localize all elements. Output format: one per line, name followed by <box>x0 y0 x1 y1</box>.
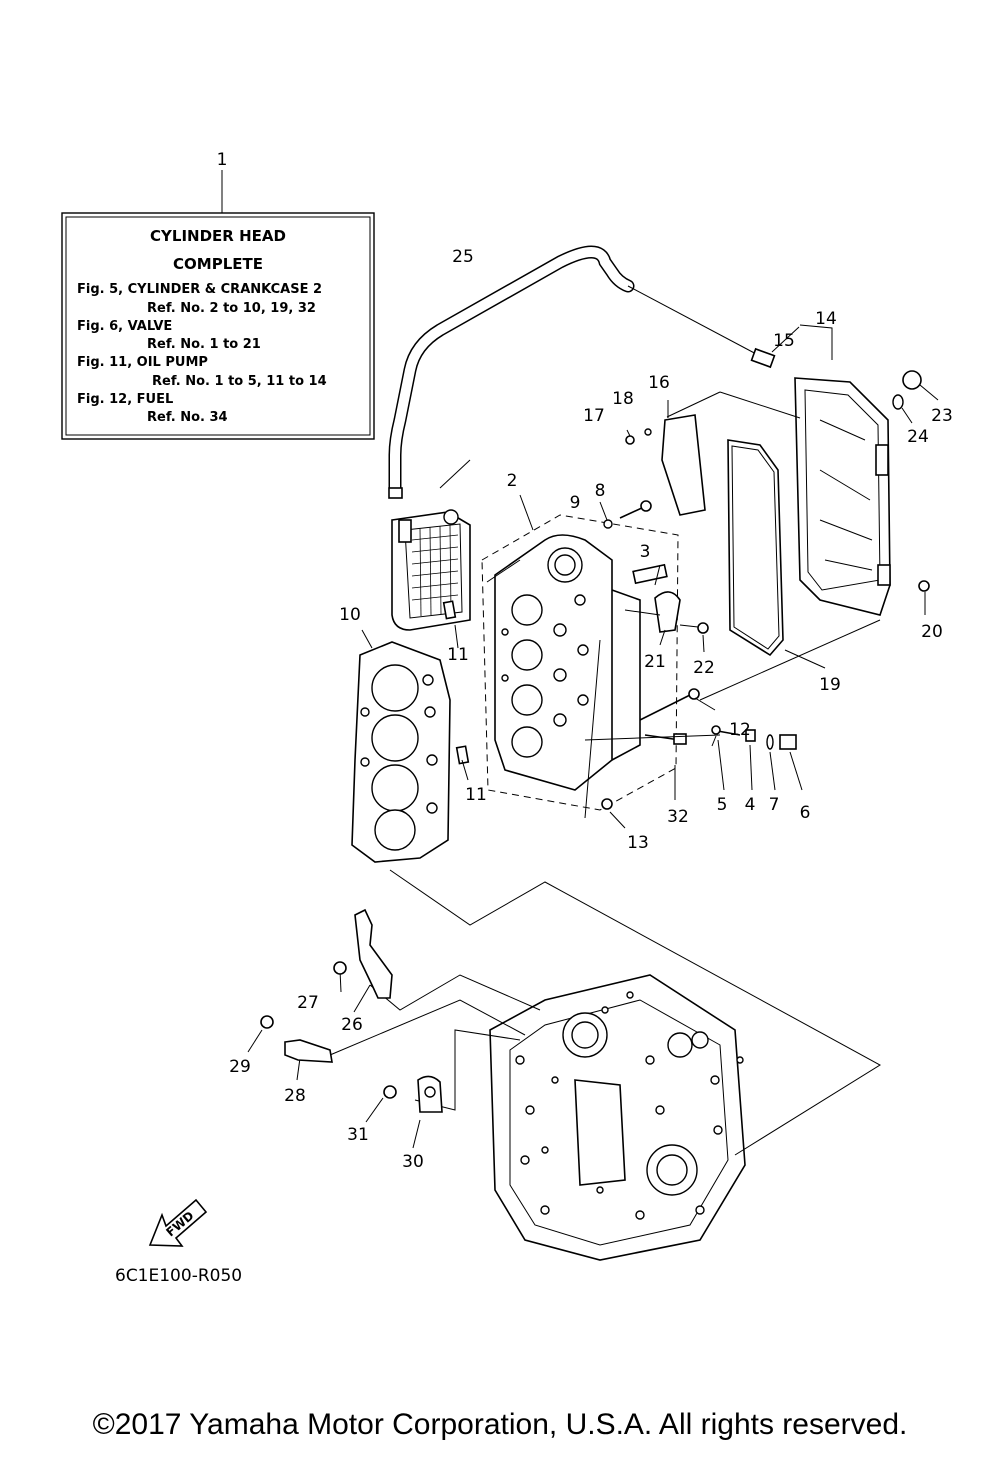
callout-30: 30 <box>402 1152 424 1172</box>
callout-26: 26 <box>341 1015 363 1035</box>
callout-16: 16 <box>648 373 670 393</box>
cover-gasket-19 <box>727 439 784 657</box>
callout-6: 6 <box>800 803 811 823</box>
box-line: Fig. 6, VALVE <box>77 319 172 334</box>
callout-20: 20 <box>921 622 943 642</box>
callout-27: 27 <box>297 993 319 1013</box>
cap-23 <box>902 370 922 390</box>
box-line: Fig. 11, OIL PUMP <box>77 355 208 370</box>
bracket-26 <box>354 908 393 999</box>
bolt-31 <box>383 1085 397 1099</box>
forward-arrow-icon: FWD <box>148 1198 208 1247</box>
cover-21 <box>654 591 681 633</box>
callout-22: 22 <box>693 658 715 678</box>
callout-9: 9 <box>570 493 581 513</box>
head-cover-14 <box>794 377 891 616</box>
box-line: Ref. No. 34 <box>147 410 228 425</box>
figure-code: 6C1E100-R050 <box>115 1266 242 1286</box>
plate-28 <box>284 1039 333 1063</box>
callout-4: 4 <box>745 795 756 815</box>
thermostat-3 <box>632 563 668 585</box>
plug-6 <box>779 734 797 750</box>
callout-1: 1 <box>217 150 228 170</box>
part-4 <box>745 729 756 742</box>
box-line: Ref. No. 1 to 21 <box>147 337 261 352</box>
cylinder-block <box>489 974 746 1261</box>
callout-7: 7 <box>769 795 780 815</box>
callout-12: 12 <box>729 720 751 740</box>
callout-numbers: 1 2 3 4 5 6 7 8 9 10 11 11 12 13 14 15 1… <box>217 150 953 1172</box>
bolt-27 <box>333 961 347 975</box>
callout-21: 21 <box>644 652 666 672</box>
callout-32: 32 <box>667 807 689 827</box>
callout-23: 23 <box>931 406 953 426</box>
washer-9 <box>603 519 613 529</box>
cylinder-head-complete-box: CYLINDER HEAD COMPLETE Fig. 5, CYLINDER … <box>61 170 375 440</box>
plate-30 <box>417 1075 443 1113</box>
callout-3: 3 <box>640 542 651 562</box>
callout-31: 31 <box>347 1125 369 1145</box>
washer-18 <box>644 428 652 436</box>
box-line: Ref. No. 2 to 10, 19, 32 <box>147 301 316 316</box>
cylinder-head-2 <box>481 514 679 811</box>
callout-10: 10 <box>339 605 361 625</box>
copyright-notice: ©2017 Yamaha Motor Corporation, U.S.A. A… <box>92 1408 908 1441</box>
box-line: Fig. 12, FUEL <box>77 392 173 407</box>
bolt-22 <box>697 622 709 634</box>
callout-14: 14 <box>815 309 837 329</box>
dowel-pin-11b <box>455 745 470 765</box>
callout-2: 2 <box>507 471 518 491</box>
screen-filter <box>391 509 471 631</box>
callout-13: 13 <box>627 833 649 853</box>
callout-25: 25 <box>452 247 474 267</box>
plate-16 <box>661 414 706 516</box>
callout-11b: 11 <box>465 785 487 805</box>
o-ring-7 <box>766 734 774 750</box>
callout-28: 28 <box>284 1086 306 1106</box>
callout-19: 19 <box>819 675 841 695</box>
bolt-29 <box>260 1015 274 1029</box>
bolt-8 <box>619 506 645 519</box>
callout-18: 18 <box>612 389 634 409</box>
callout-15: 15 <box>773 331 795 351</box>
box-line: Fig. 5, CYLINDER & CRANKCASE 2 <box>77 282 322 297</box>
callout-5: 5 <box>717 795 728 815</box>
callout-29: 29 <box>229 1057 251 1077</box>
callout-17: 17 <box>583 406 605 426</box>
joint-15 <box>750 347 776 369</box>
small-parts <box>442 347 930 810</box>
box-title-line1: CYLINDER HEAD <box>150 227 286 245</box>
head-gasket-10 <box>351 641 451 863</box>
bolt-13 <box>601 798 613 810</box>
box-line: Ref. No. 1 to 5, 11 to 14 <box>152 374 327 389</box>
callout-8: 8 <box>595 481 606 501</box>
box-title-line2: COMPLETE <box>173 255 263 273</box>
callout-11a: 11 <box>447 645 469 665</box>
o-ring-24 <box>892 394 904 410</box>
dowel-pin-11a <box>442 600 457 620</box>
bolt-12 <box>639 694 691 721</box>
callout-24: 24 <box>907 427 929 447</box>
bolt-20 <box>918 580 930 592</box>
hose-25 <box>388 245 761 499</box>
bolt-17 <box>625 435 635 445</box>
